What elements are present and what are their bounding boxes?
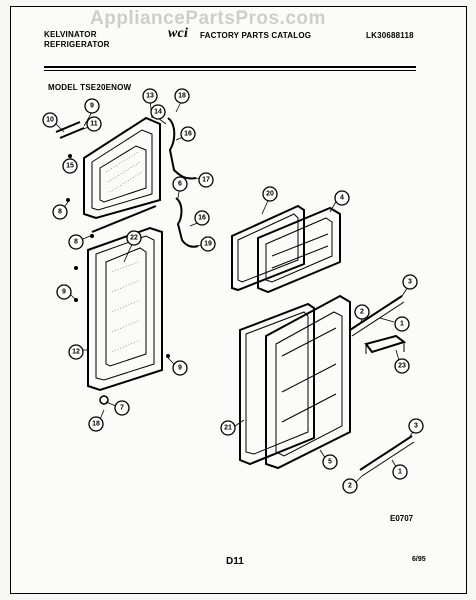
svg-text:12: 12	[72, 349, 80, 356]
callout-16-a: 16	[180, 126, 196, 142]
svg-text:3: 3	[414, 423, 418, 430]
svg-text:15: 15	[66, 163, 74, 170]
page-number: D11	[226, 556, 244, 567]
hinge-top	[55, 121, 85, 139]
small-screws	[66, 154, 170, 405]
freezer-door-trim	[91, 205, 157, 233]
door-bin	[364, 334, 407, 354]
svg-text:21: 21	[224, 425, 232, 432]
callout-21: 21	[220, 420, 236, 436]
callout-1-a: 1	[394, 316, 410, 332]
header-rule-top	[44, 66, 416, 68]
drawing-code: E0707	[390, 514, 414, 523]
callout-14: 14	[150, 104, 166, 120]
callout-7: 7	[114, 400, 130, 416]
callout-3-b: 3	[408, 418, 424, 434]
svg-text:1: 1	[400, 321, 404, 328]
callout-5: 5	[322, 454, 338, 470]
svg-text:8: 8	[74, 239, 78, 246]
callouts: 9 10 11 13 14 15 16 17 18 6 8 15 16 19 8…	[42, 88, 424, 494]
svg-text:18: 18	[178, 93, 186, 100]
freezer-door	[83, 116, 161, 220]
freezer-inner-gasket	[231, 204, 305, 292]
svg-text:9: 9	[62, 289, 66, 296]
header-rule-bottom	[44, 70, 416, 71]
svg-text:22: 22	[130, 235, 138, 242]
callout-18: 18	[174, 88, 190, 104]
callout-22: 22	[126, 230, 142, 246]
callout-8-a: 8	[52, 204, 68, 220]
svg-text:14: 14	[154, 109, 162, 116]
freezer-door-gasket	[99, 145, 147, 203]
fresh-food-inner-gasket	[239, 302, 315, 466]
svg-text:1: 1	[398, 469, 402, 476]
svg-text:16: 16	[198, 215, 206, 222]
svg-text:9: 9	[178, 365, 182, 372]
catalog-number: LK30688118	[366, 31, 414, 40]
leader-lines	[55, 99, 417, 485]
svg-text:23: 23	[398, 363, 406, 370]
fresh-food-inner-door	[265, 294, 351, 470]
svg-text:4: 4	[340, 195, 344, 202]
svg-text:2: 2	[348, 483, 352, 490]
svg-text:16: 16	[184, 131, 192, 138]
watermark: AppliancePartsPros.com	[90, 8, 326, 29]
callout-3-a: 3	[402, 274, 418, 290]
callout-9-c: 9	[172, 360, 188, 376]
catalog-date: 6/95	[412, 556, 426, 563]
wci-logo: wci	[168, 26, 189, 41]
callout-16-b: 16	[194, 210, 210, 226]
handle-middle	[175, 197, 199, 248]
catalog-title: FACTORY PARTS CATALOG	[200, 31, 312, 40]
callout-20: 20	[262, 186, 278, 202]
svg-text:13: 13	[146, 93, 154, 100]
svg-text:17: 17	[202, 177, 210, 184]
callout-15-a: 15	[62, 158, 78, 174]
callout-17: 17	[198, 172, 214, 188]
callout-18-b: 18	[88, 416, 104, 432]
callout-1-b: 1	[392, 464, 408, 480]
svg-text:19: 19	[204, 241, 212, 248]
callout-9-a: 9	[84, 98, 100, 114]
callout-8-b: 8	[68, 234, 84, 250]
svg-text:11: 11	[90, 121, 98, 128]
svg-text:8: 8	[58, 209, 62, 216]
callout-2-a: 2	[354, 304, 370, 320]
callout-2-b: 2	[342, 478, 358, 494]
callout-6: 6	[172, 176, 188, 192]
brand-name: KELVINATOR	[44, 30, 97, 39]
svg-text:7: 7	[120, 405, 124, 412]
svg-text:3: 3	[408, 279, 412, 286]
model-label: MODEL TSE20ENOW	[48, 83, 132, 92]
callout-11: 11	[86, 116, 102, 132]
door-shelf-rail-upper	[349, 295, 405, 337]
fresh-food-door	[87, 226, 163, 392]
callout-9-b: 9	[56, 284, 72, 300]
svg-text:10: 10	[46, 117, 54, 124]
svg-text:18: 18	[92, 421, 100, 428]
callout-19: 19	[200, 236, 216, 252]
fresh-food-door-liner	[105, 247, 147, 367]
svg-text:9: 9	[90, 103, 94, 110]
callout-12: 12	[68, 344, 84, 360]
svg-text:2: 2	[360, 309, 364, 316]
door-shelf-rail-lower	[359, 435, 415, 477]
handle-top	[167, 117, 197, 180]
freezer-inner-door	[257, 206, 341, 294]
callout-4: 4	[334, 190, 350, 206]
callout-23: 23	[394, 358, 410, 374]
product-type: REFRIGERATOR	[44, 40, 110, 49]
callout-10: 10	[42, 112, 58, 128]
svg-text:6: 6	[178, 181, 182, 188]
svg-text:5: 5	[328, 459, 332, 466]
callout-13: 13	[142, 88, 158, 104]
svg-text:20: 20	[266, 191, 274, 198]
